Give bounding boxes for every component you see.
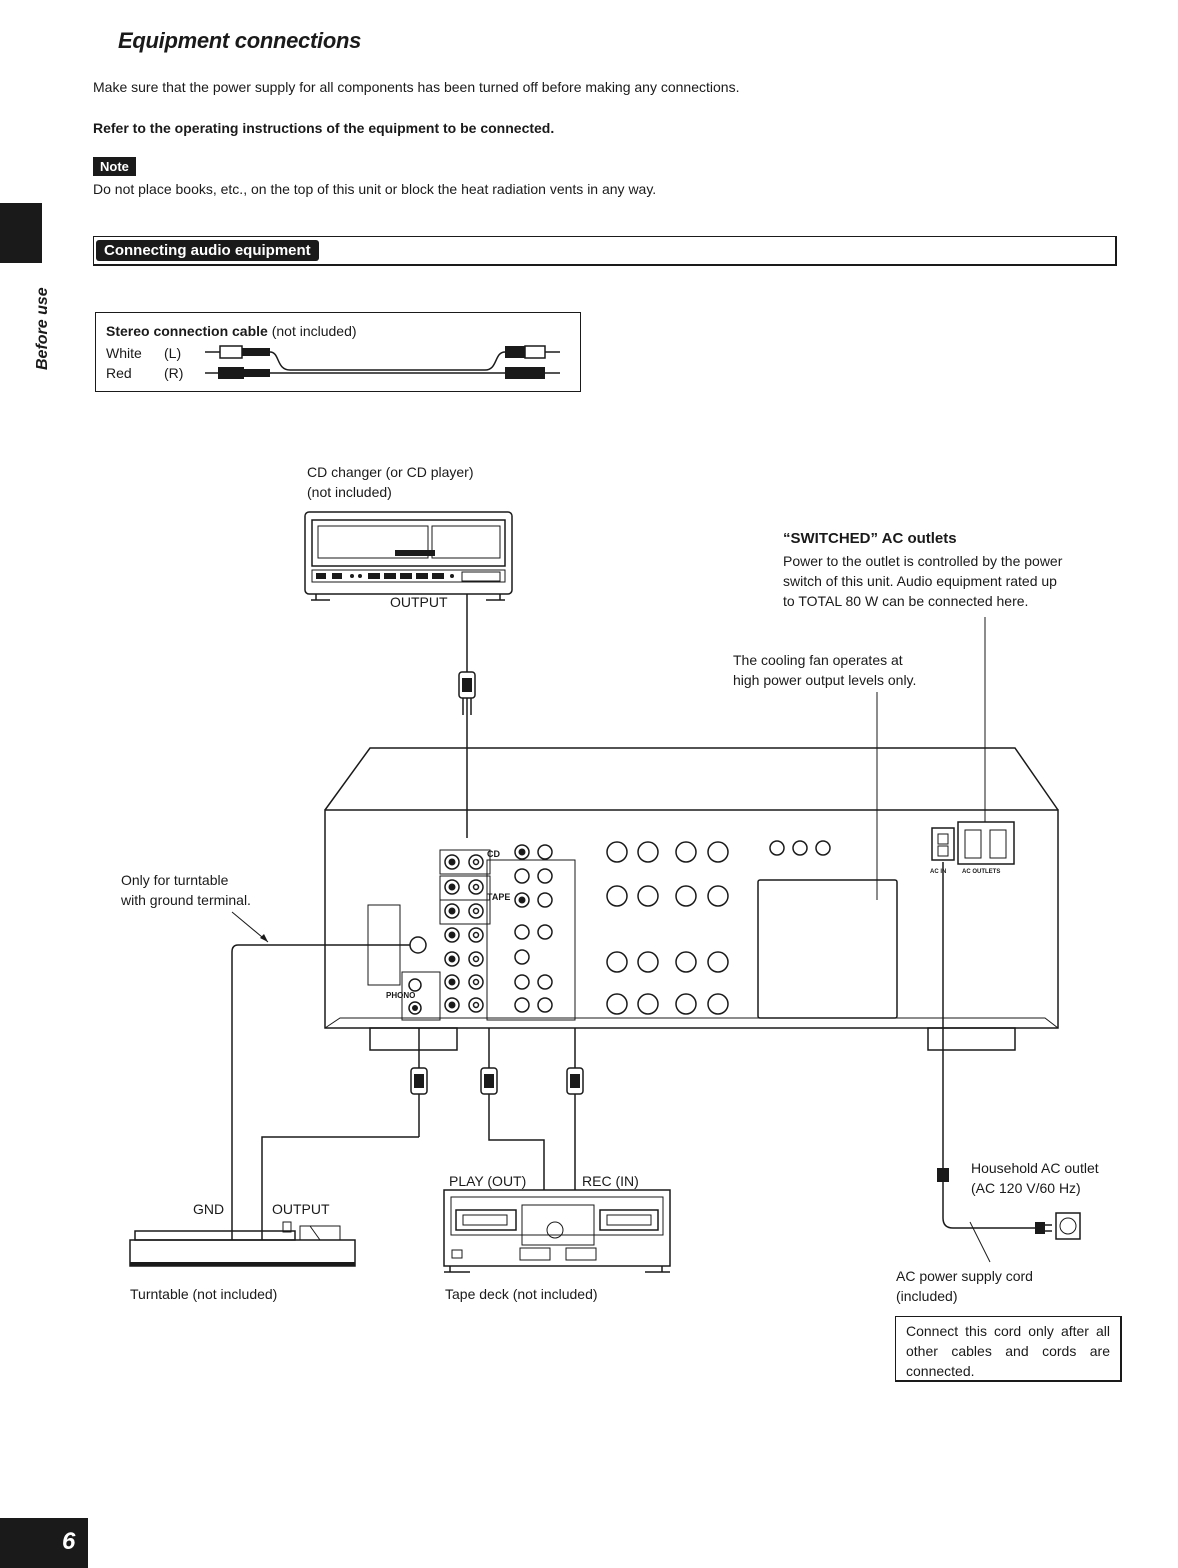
play-out-label: PLAY (OUT) [449,1173,527,1189]
switched-l2: switch of this unit. Audio equipment rat… [783,573,1057,589]
cable-qualifier: (not included) [271,323,357,339]
cord-l2: (included) [896,1288,958,1304]
fan-l1: The cooling fan operates at [733,652,903,668]
cd-plug [458,671,476,715]
refer-text: Refer to the operating instructions of t… [93,120,555,136]
gnd-label: GND [193,1201,225,1217]
switched-l1: Power to the outlet is controlled by the… [783,553,1063,569]
panel-ac-in-label: AC IN [930,869,946,875]
note-badge: Note [93,157,136,176]
page-number: 6 [0,1518,88,1568]
turntable-drawing [129,1221,356,1267]
white-channel: (L) [164,345,182,361]
household-l2: (AC 120 V/60 Hz) [971,1180,1081,1196]
tt-plug [410,1067,428,1095]
panel-phono-label: PHONO [386,991,415,1000]
cd-output: OUTPUT [390,594,448,610]
intro-text: Make sure that the power supply for all … [93,79,740,95]
tt-output-label: OUTPUT [272,1201,330,1217]
panel-ac-outlets-label: AC OUTLETS [962,869,1000,875]
tape-deck-drawing [443,1189,671,1273]
receiver-drawing [324,747,1059,1051]
cd-sub: (not included) [307,484,392,500]
rec-in-label: REC (IN) [582,1173,639,1189]
cable-title: Stereo connection cable (not included) [106,321,357,341]
tt-note-l2: with ground terminal. [121,892,251,908]
household-l1: Household AC outlet [971,1160,1099,1176]
cd-name: CD changer (or CD player) [307,464,474,480]
red-channel: (R) [164,365,184,381]
panel-cd-label: CD [487,849,500,859]
cd-changer-drawing [304,511,513,601]
cable-illustration [205,345,560,379]
red-label: Red [106,365,132,381]
tape-deck-label: Tape deck (not included) [445,1286,598,1302]
white-label: White [106,345,142,361]
tt-note-l1: Only for turntable [121,872,229,888]
panel-tape-label: TAPE [487,892,510,902]
turntable-label: Turntable (not included) [130,1286,278,1302]
cable-legend-box [95,312,581,392]
side-tab [0,203,42,263]
switched-l3: to TOTAL 80 W can be connected here. [783,593,1029,609]
note-text: Do not place books, etc., on the top of … [93,181,657,197]
cord-l1: AC power supply cord [896,1268,1033,1284]
page-title: Equipment connections [118,28,362,53]
tape-plugs [480,1067,584,1095]
section-title: Connecting audio equipment [96,240,319,261]
warning-box: Connect this cord only after all other c… [895,1316,1122,1382]
switched-title: “SWITCHED” AC outlets [783,530,957,547]
cable-name: Stereo connection cable [106,323,268,339]
section-bar [93,236,1117,266]
fan-l2: high power output levels only. [733,672,917,688]
